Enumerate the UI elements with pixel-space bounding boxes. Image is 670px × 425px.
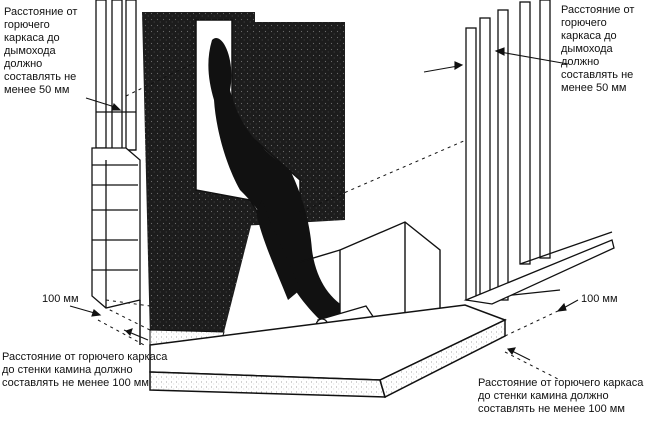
left-dimension-label: 100 мм (42, 293, 79, 305)
top-left-clearance-note: Расстояние от горючего каркаса до дымохо… (4, 6, 78, 96)
hearth-slab (139, 300, 507, 399)
right-dimension-label: 100 мм (581, 293, 618, 305)
right-frame-wall (463, 0, 615, 305)
left-frame-wall (91, 0, 141, 309)
clearance-guides (97, 61, 561, 381)
bottom-right-clearance-note: Расстояние от горючего каркаса до стенки… (478, 377, 644, 415)
smoke-plume (208, 38, 350, 320)
bottom-left-clearance-note: Расстояние от горючего каркаса до стенки… (2, 351, 168, 389)
leader-arrows (69, 47, 579, 361)
top-right-clearance-note: Расстояние от горючего каркаса до дымохо… (561, 4, 635, 94)
